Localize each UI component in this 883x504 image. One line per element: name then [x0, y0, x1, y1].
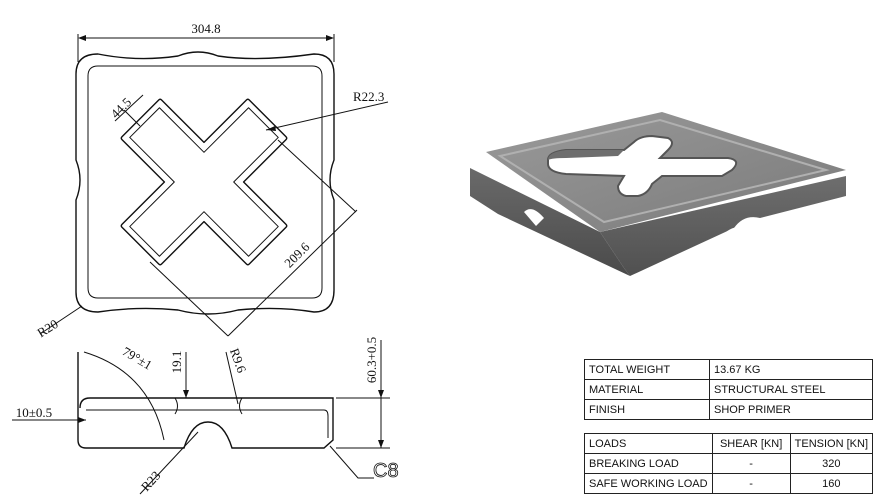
dim-corner-radius: R20 [34, 316, 60, 340]
dim-chamfer: C8 [373, 460, 399, 482]
dim-cross-length: 209.6 [281, 239, 313, 271]
prop-key: MATERIAL [584, 379, 710, 400]
dim-depth: 19.1 [169, 351, 184, 374]
load-tension: 320 [789, 453, 874, 474]
isometric-view [470, 112, 846, 276]
header-tension: TENSION [KN] [789, 433, 874, 454]
table-row: MATERIAL STRUCTURAL STEEL [584, 379, 873, 400]
dim-notch-radius-bottom: R23 [138, 468, 164, 494]
top-view: 304.8 44.5 R22.3 209.6 R20 [34, 21, 389, 340]
side-profile [77, 352, 334, 449]
prop-value: SHOP PRIMER [709, 399, 873, 420]
prop-value: STRUCTURAL STEEL [709, 379, 873, 400]
table-row: FINISH SHOP PRIMER [584, 399, 873, 420]
table-header-row: LOADS SHEAR [KN] TENSION [KN] [584, 433, 874, 454]
cross-opening [120, 98, 288, 266]
dim-angle: 79°±1 [120, 344, 155, 373]
properties-table: TOTAL WEIGHT 13.67 KG MATERIAL STRUCTURA… [584, 359, 873, 420]
load-label: BREAKING LOAD [584, 453, 713, 474]
side-view: 79°±1 19.1 R9.6 60.3+0.5 10±0.5 R23 C8 [12, 337, 399, 495]
prop-value: 13.67 KG [709, 359, 873, 380]
plate-side-right [600, 176, 846, 276]
header-shear: SHEAR [KN] [711, 433, 791, 454]
table-row: SAFE WORKING LOAD - 160 [584, 473, 874, 494]
table-row: BREAKING LOAD - 320 [584, 453, 874, 474]
load-shear: - [711, 473, 791, 494]
dim-height: 60.3+0.5 [364, 337, 379, 383]
prop-key: TOTAL WEIGHT [584, 359, 710, 380]
table-row: TOTAL WEIGHT 13.67 KG [584, 359, 873, 380]
dim-arm-radius: R22.3 [353, 89, 384, 104]
dim-width: 304.8 [191, 21, 220, 36]
header-loads: LOADS [584, 433, 713, 454]
prop-key: FINISH [584, 399, 710, 420]
load-tension: 160 [789, 473, 874, 494]
dim-arm-width: 44.5 [107, 94, 134, 121]
dim-thickness: 10±0.5 [16, 405, 52, 420]
plate-side-left [470, 168, 630, 276]
load-shear: - [711, 453, 791, 474]
loads-table: LOADS SHEAR [KN] TENSION [KN] BREAKING L… [584, 433, 874, 494]
plate-outline [75, 51, 335, 315]
load-label: SAFE WORKING LOAD [584, 473, 713, 494]
